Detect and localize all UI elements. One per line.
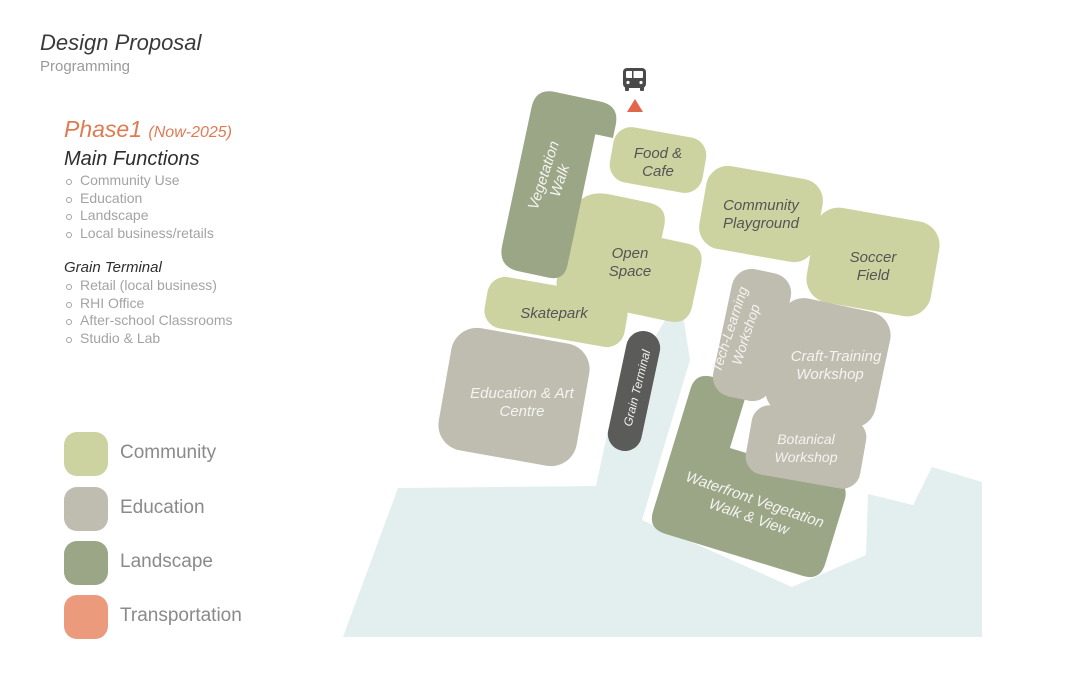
list-item: Education [64,190,214,208]
phase-heading: Phase1 (Now-2025) [64,116,232,143]
block-label: Space [609,263,652,280]
list-item: After-school Classrooms [64,312,233,330]
block-label: Playground [723,215,800,232]
list-item: Landscape [64,207,214,225]
phase-range: (Now-2025) [148,124,232,141]
triangle-up-icon [627,99,643,112]
water-area [343,296,982,637]
legend-swatch-transportation [64,595,108,639]
page-subtitle: Programming [40,58,131,75]
block-label: Soccer [850,249,898,266]
legend-swatch-education [64,487,108,531]
legend-swatch-community [64,432,108,476]
page-title: Design Proposal [40,30,202,55]
bus-icon [623,68,646,91]
grain-terminal-heading: Grain Terminal [64,259,162,276]
block-label: Education & Art [470,385,574,402]
main-functions-heading: Main Functions [64,148,200,170]
phase-name: Phase1 [64,116,143,142]
legend-label: Community [120,442,217,463]
legend-label: Landscape [120,551,213,572]
block-label: Centre [499,403,544,420]
grain-terminal-list: Retail (local business) RHI Office After… [64,277,233,347]
block-grain-terminal: Grain Terminal [607,330,661,452]
svg-text:Food &Cafe: Food &Cafe [634,145,682,180]
list-item: Local business/retails [64,225,214,243]
main-functions-list: Community Use Education Landscape Local … [64,172,214,242]
block-label: Botanical [777,431,835,447]
list-item: RHI Office [64,295,233,313]
block-label: Community [723,197,800,214]
block-label: Cafe [642,163,674,180]
block-label: Craft-Training [791,348,882,365]
list-item: Community Use [64,172,214,190]
block-skatepark: Skatepark [484,276,628,348]
block-waterfront-walk: Waterfront VegetationWalk & View [651,375,846,578]
block-food-cafe: Food &Cafe [609,127,707,193]
block-label: Food & [634,145,682,162]
legend-label: Transportation [120,605,242,626]
block-label: Open [612,245,649,262]
list-item: Retail (local business) [64,277,233,295]
block-label: Workshop [796,366,864,383]
list-item: Studio & Lab [64,330,233,348]
block-label: Skatepark [520,305,589,322]
block-label: Field [857,267,890,284]
block-label: Workshop [774,449,837,465]
legend-swatch-landscape [64,541,108,585]
legend-label: Education [120,497,205,518]
block-vegetation-walk: VegetationWalk [501,91,617,279]
